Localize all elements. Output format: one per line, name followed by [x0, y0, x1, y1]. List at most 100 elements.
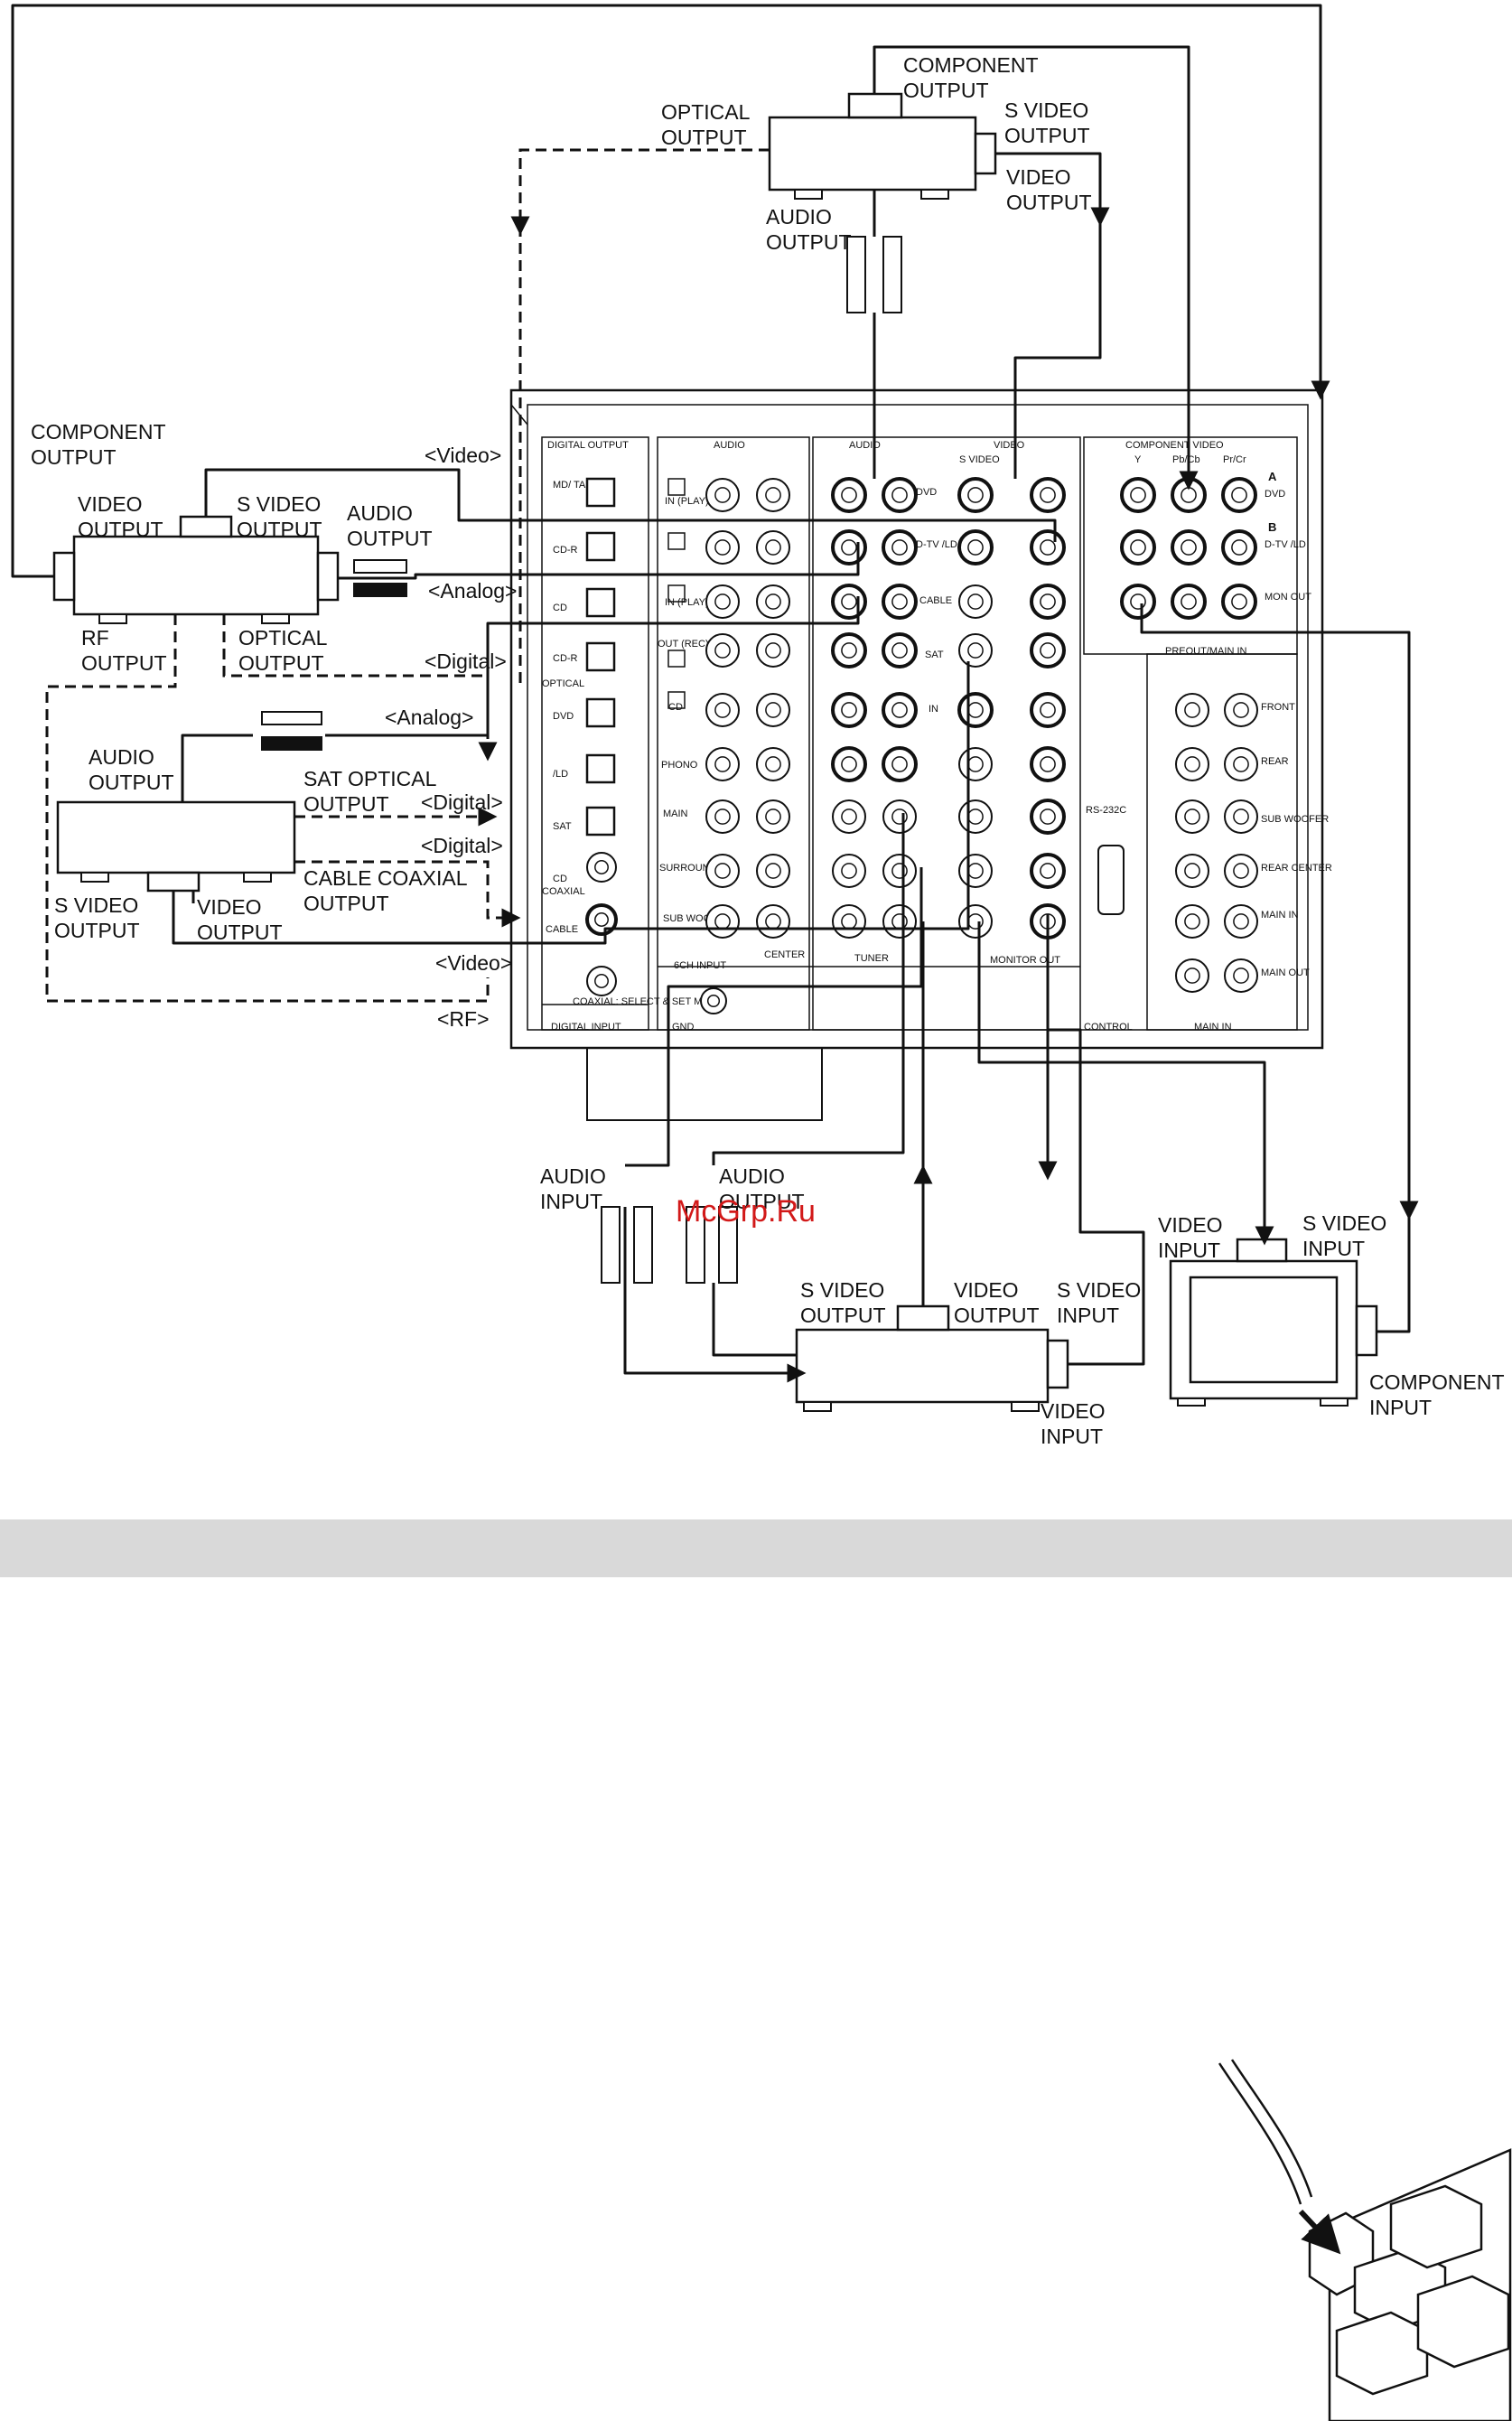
panel-audio-label-2: AUDIO — [849, 440, 881, 451]
av-audio-jack-l-0 — [882, 477, 918, 513]
av-audio-jack-l-5-center — [891, 756, 908, 772]
av-audio-jack-r-5-center — [841, 756, 857, 772]
component-y-jack-2 — [1120, 584, 1156, 620]
rca-plugs-sat — [261, 711, 322, 751]
panel-audio-label: AUDIO — [714, 440, 745, 451]
tag-video-2: <Video> — [435, 951, 512, 975]
panel-row-vcr-in-label: IN — [929, 704, 938, 715]
audio-jack-r-4 — [756, 693, 790, 727]
av-audio-jack-l-8 — [882, 904, 917, 939]
component-pb-jack-2-center — [1181, 594, 1197, 610]
optical-jack-6 — [585, 753, 616, 784]
audio-jack-l-1 — [705, 530, 740, 565]
component-pb-jack-2 — [1171, 584, 1207, 620]
av-audio-jack-r-1-center — [841, 539, 857, 556]
svideo-jack-6 — [958, 799, 993, 834]
panel-rear-center-label: REAR CENTER — [1261, 863, 1332, 874]
svideo-jack-0-center — [967, 487, 984, 503]
component-y-jack-0-center — [1130, 487, 1146, 503]
digital-cables — [45, 148, 770, 1003]
audio-jack-r-0-center — [765, 487, 781, 503]
av-audio-jack-l-7-center — [891, 863, 908, 879]
optical-jack-1 — [585, 477, 616, 508]
panel-video-label: VIDEO — [994, 440, 1025, 451]
av-audio-jack-r-3 — [831, 632, 867, 668]
panel-surround-label: SURROUND — [659, 863, 717, 874]
audio-jack-l-4-center — [714, 702, 731, 718]
audio-jack-r-3-center — [765, 642, 781, 659]
rs232c-port — [1097, 845, 1125, 915]
video-jack-6 — [1030, 799, 1066, 835]
svideo-jack-3 — [958, 633, 993, 668]
coaxial-jack-ld-center — [594, 974, 609, 988]
av-audio-jack-l-5 — [882, 746, 918, 782]
panel-row-dtv-label: D-TV /LD — [916, 539, 957, 550]
tag-digital-3: <Digital> — [421, 834, 503, 857]
av-audio-jack-l-2 — [882, 584, 918, 620]
av-audio-jack-l-2-center — [891, 594, 908, 610]
audio-jack-l-0-center — [714, 487, 731, 503]
preout-l-jack-3 — [1224, 854, 1258, 888]
panel-cd-label: CD — [668, 702, 683, 713]
video-jack-0 — [1030, 477, 1066, 513]
audio-jack-r-0 — [756, 478, 790, 512]
audio-jack-l-0 — [705, 478, 740, 512]
audio-jack-l-7-center — [714, 863, 731, 879]
preout-r-jack-1 — [1175, 747, 1209, 781]
av-audio-jack-r-2-center — [841, 594, 857, 610]
svideo-jack-1-center — [967, 539, 984, 556]
audio-jack-r-7 — [756, 854, 790, 888]
av-audio-jack-r-0-center — [841, 487, 857, 503]
component-pb-jack-1-center — [1181, 539, 1197, 556]
av-audio-jack-r-1 — [831, 529, 867, 566]
panel-ld-digital-label: /LD — [553, 769, 568, 780]
tag-rf: <RF> — [437, 1007, 490, 1031]
preout-l-jack-0-center — [1233, 702, 1249, 718]
video-jack-3-center — [1040, 642, 1056, 659]
panel-mon-out-label: MON OUT — [1265, 592, 1311, 603]
component-pb-jack-0 — [1171, 477, 1207, 513]
panel-dtv-label: D-TV /LD — [1265, 539, 1306, 550]
audio-jack-l-5-center — [714, 756, 731, 772]
svideo-jack-0 — [957, 477, 994, 513]
preout-r-jack-0 — [1175, 693, 1209, 727]
panel-dvd-digital-label: DVD — [553, 711, 574, 722]
preout-l-jack-1-center — [1233, 756, 1249, 772]
av-audio-jack-l-0-center — [891, 487, 908, 503]
panel-main-label: MAIN — [663, 809, 688, 819]
panel-optical-label: OPTICAL — [542, 678, 584, 689]
svideo-jack-7 — [958, 854, 993, 888]
av-audio-jack-l-3-center — [891, 642, 908, 659]
audio-jack-l-3-center — [714, 642, 731, 659]
panel-component-video-label: COMPONENT VIDEO — [1125, 440, 1224, 451]
panel-section-b: B — [1268, 520, 1276, 534]
panel-digital-output-label: DIGITAL OUTPUT — [547, 440, 629, 451]
preout-r-jack-4-center — [1184, 913, 1200, 930]
svideo-jack-1 — [957, 529, 994, 566]
tag-digital-2: <Digital> — [421, 790, 503, 814]
optical-jack-4 — [585, 641, 616, 672]
video-jack-1 — [1030, 529, 1066, 566]
audio-jack-r-2-center — [765, 594, 781, 610]
video-jack-2-center — [1040, 594, 1056, 610]
preout-l-jack-5-center — [1233, 967, 1249, 984]
audio-jack-r-6-center — [765, 809, 781, 825]
av-audio-jack-l-6 — [882, 799, 917, 834]
optical-jack-3 — [585, 587, 616, 618]
tag-analog-2: <Analog> — [385, 706, 473, 729]
audio-jack-r-8 — [756, 904, 790, 939]
svideo-jack-2 — [958, 584, 993, 619]
video-jack-6-center — [1040, 809, 1056, 825]
panel-coaxial-label: COAXIAL — [542, 886, 585, 897]
audio-jack-l-6-center — [714, 809, 731, 825]
panel-sat-digital-label: SAT — [553, 821, 572, 832]
panel-section-a: A — [1268, 470, 1277, 483]
